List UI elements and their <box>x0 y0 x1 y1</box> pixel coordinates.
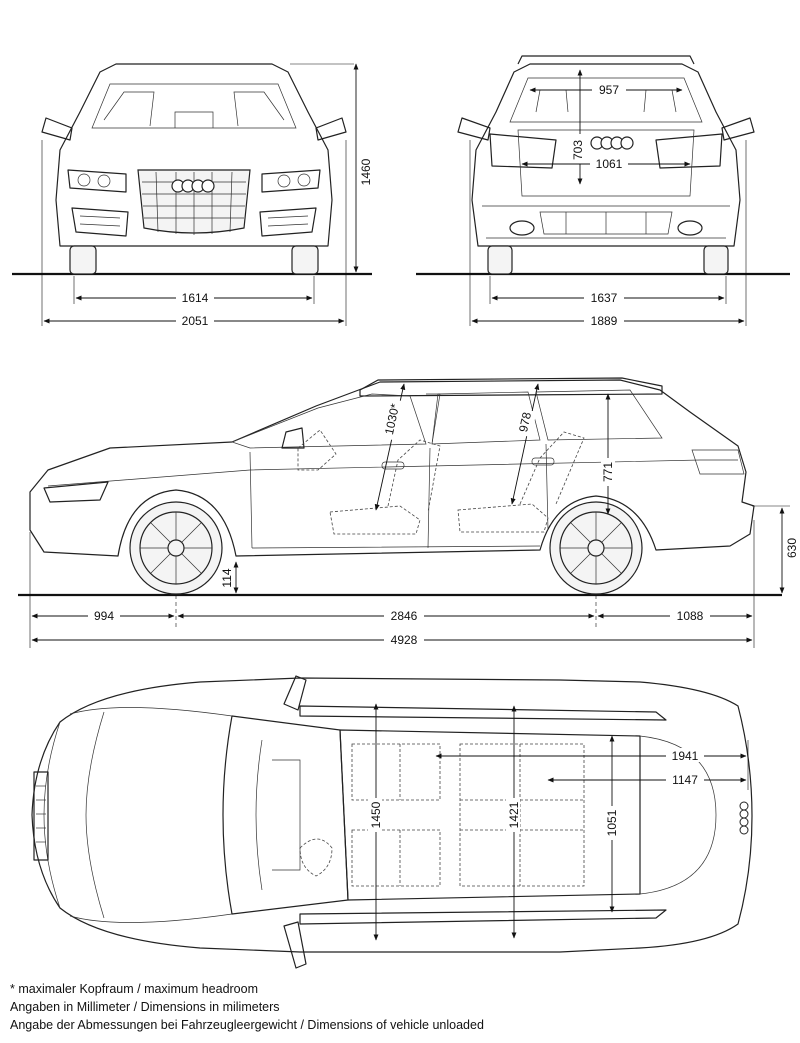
side-headlight <box>43 481 109 503</box>
front-width-label: 2051 <box>182 314 209 328</box>
top-rear-seats <box>459 743 585 887</box>
front-view: 1460 1614 2051 <box>12 63 373 328</box>
side-front-wheel <box>129 501 223 595</box>
top-roof-rail-lower <box>299 909 667 925</box>
top-windshield <box>222 715 349 915</box>
top-right-mirror <box>283 921 307 969</box>
front-windshield <box>91 83 297 129</box>
side-wheelbase-label: 2846 <box>391 609 418 623</box>
side-load-height-label: 771 <box>601 462 615 482</box>
rear-audi-rings-icon <box>590 136 634 150</box>
top-body-outline <box>31 677 753 953</box>
front-left-mirror <box>41 117 73 141</box>
side-ground-clearance-label: 114 <box>220 568 234 587</box>
side-sill-height-label: 630 <box>785 538 799 558</box>
front-left-intake <box>71 207 129 237</box>
front-right-headlight <box>261 169 321 193</box>
rear-cargo-height-label: 703 <box>571 140 585 160</box>
top-rear-window <box>639 735 717 895</box>
rear-view: 957 703 1061 1637 1889 <box>416 55 790 328</box>
side-beltline <box>47 459 738 487</box>
top-cargo-width-label: 1051 <box>605 809 619 836</box>
rear-window <box>509 77 703 123</box>
rear-right-exhaust <box>677 220 703 236</box>
top-hood-lines <box>85 711 105 919</box>
side-windshield <box>230 393 427 449</box>
front-track-label: 1614 <box>182 291 209 305</box>
rear-head-width-label: 957 <box>599 83 619 97</box>
side-rear-headroom-dimension-line <box>510 383 540 505</box>
footnote-headroom: * maximaler Kopfraum / maximum headroom <box>10 982 258 996</box>
front-left-headlight <box>67 169 127 193</box>
side-rear-seat-outline <box>457 431 585 533</box>
rear-hatch <box>517 129 695 197</box>
top-cargo-length-label: 1941 <box>672 749 699 763</box>
top-left-mirror <box>283 675 307 711</box>
side-mirror <box>281 427 305 449</box>
top-dashboard <box>255 739 301 891</box>
front-left-tire <box>69 245 97 275</box>
side-doors <box>249 443 549 549</box>
top-cabin-roof <box>339 729 641 901</box>
top-roof-rail-upper <box>299 705 667 721</box>
front-right-mirror <box>315 117 347 141</box>
rear-left-mirror <box>457 117 491 141</box>
rear-left-exhaust <box>509 220 535 236</box>
rear-left-taillight <box>489 133 557 169</box>
rear-load-width-label: 1061 <box>596 157 623 171</box>
side-front-headroom-label: 1030* <box>382 402 402 436</box>
top-cargo-floor-length-label: 1147 <box>672 773 698 787</box>
side-length-label: 4928 <box>391 633 418 647</box>
rear-track-label: 1637 <box>591 291 618 305</box>
rear-right-tire <box>703 245 729 275</box>
footnote-units: Angaben in Millimeter / Dimensions in mi… <box>10 1000 280 1014</box>
top-front-shoulder-label: 1450 <box>369 801 383 828</box>
side-front-overhang-label: 994 <box>94 609 114 623</box>
side-rear-overhang-label: 1088 <box>677 609 704 623</box>
top-audi-rings-icon <box>739 801 749 835</box>
front-audi-rings-icon <box>171 179 215 193</box>
side-rear-window <box>431 391 541 445</box>
top-front-seats <box>351 743 441 887</box>
rear-right-taillight <box>655 133 723 169</box>
side-steering-wheel <box>297 429 337 471</box>
rear-left-tire <box>487 245 513 275</box>
side-rear-wheel <box>549 501 643 595</box>
front-right-tire <box>291 245 319 275</box>
front-height-label: 1460 <box>359 158 373 185</box>
rear-roof-rails <box>517 55 695 65</box>
side-front-seat-outline <box>329 439 441 535</box>
side-view: 1030* 978 771 114 630 994 2846 1088 4928 <box>18 377 799 648</box>
front-right-intake <box>259 207 317 237</box>
rear-right-mirror <box>721 117 755 141</box>
top-hood <box>43 707 233 923</box>
front-body-outline <box>55 63 333 247</box>
side-quarter-window <box>535 389 663 441</box>
rear-width-label: 1889 <box>591 314 618 328</box>
rear-bumper <box>482 205 730 239</box>
side-taillight <box>691 449 745 475</box>
footnote-unloaded: Angabe der Abmessungen bei Fahrzeugleerg… <box>10 1018 484 1032</box>
top-front-grille <box>33 771 49 861</box>
side-roof-rail <box>359 377 663 397</box>
top-view: 1941 1147 1450 1421 1051 <box>31 675 753 969</box>
top-rear-shoulder-label: 1421 <box>507 801 521 828</box>
side-rear-headroom-label: 978 <box>516 411 534 434</box>
top-steering-wheel <box>299 838 333 877</box>
rear-body-outline <box>471 63 741 247</box>
side-body-outline <box>29 379 755 557</box>
